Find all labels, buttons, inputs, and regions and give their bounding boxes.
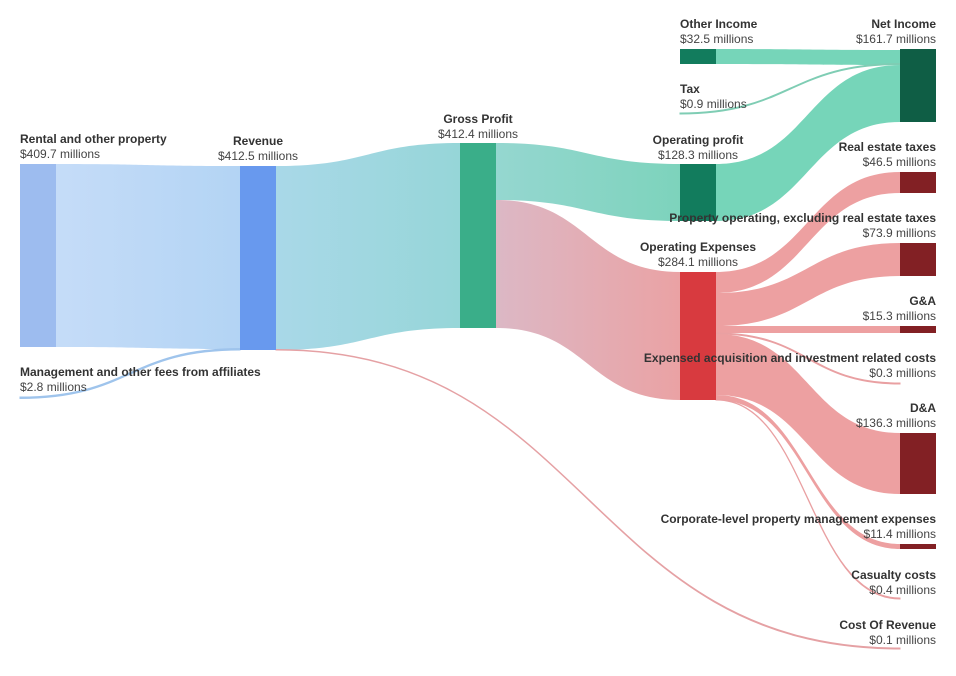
- link-opex-to-corp: [716, 395, 900, 549]
- node-name-propop: Property operating, excluding real estat…: [669, 211, 936, 225]
- node-name-tax: Tax: [680, 82, 700, 96]
- node-value-gross: $412.4 millions: [438, 127, 518, 141]
- node-name-corp: Corporate-level property management expe…: [661, 512, 937, 526]
- link-opex-to-propop: [716, 243, 900, 326]
- node-name-retax: Real estate taxes: [839, 140, 937, 154]
- node-name-casualty: Casualty costs: [851, 568, 936, 582]
- node-value-rental: $409.7 millions: [20, 147, 100, 161]
- node-bar-gross: [460, 143, 496, 328]
- node-value-ga: $15.3 millions: [863, 309, 936, 323]
- link-opex-to-casualty: [715, 398, 901, 600]
- node-bar-revenue: [240, 166, 276, 350]
- link-opex-to-da: [716, 334, 900, 494]
- node-name-gross: Gross Profit: [443, 112, 512, 126]
- link-gross-to-opprofit: [496, 143, 680, 221]
- link-opex-to-acq: [715, 332, 901, 385]
- node-bar-retax: [900, 172, 936, 193]
- node-bar-netinc: [900, 49, 936, 122]
- node-name-opex: Operating Expenses: [640, 240, 756, 254]
- node-name-ga: G&A: [909, 294, 936, 308]
- node-value-propop: $73.9 millions: [863, 226, 936, 240]
- node-value-netinc: $161.7 millions: [856, 32, 936, 46]
- node-value-da: $136.3 millions: [856, 416, 936, 430]
- node-bar-opprofit: [680, 164, 716, 221]
- link-otherinc-to-tax: [679, 62, 901, 115]
- node-value-corp: $11.4 millions: [864, 527, 936, 541]
- node-name-cor: Cost Of Revenue: [839, 618, 936, 632]
- link-otherinc-to-netinc: [716, 49, 900, 65]
- node-value-tax: $0.9 millions: [680, 97, 747, 111]
- node-value-revenue: $412.5 millions: [218, 149, 298, 163]
- link-gross-to-opex: [496, 200, 680, 400]
- node-name-revenue: Revenue: [233, 134, 283, 148]
- node-value-cor: $0.1 millions: [869, 633, 936, 647]
- node-value-acq: $0.3 millions: [869, 366, 936, 380]
- node-name-mgmt: Management and other fees from affiliate…: [20, 365, 261, 379]
- node-name-da: D&A: [910, 401, 936, 415]
- node-bar-ga: [900, 326, 936, 333]
- links-layer: [19, 49, 901, 650]
- node-name-netinc: Net Income: [871, 17, 936, 31]
- node-bar-propop: [900, 243, 936, 276]
- node-bar-opex: [680, 272, 716, 400]
- node-bar-corp: [900, 544, 936, 549]
- node-bar-otherinc: [680, 49, 716, 64]
- node-value-casualty: $0.4 millions: [869, 583, 936, 597]
- link-opex-to-ga: [716, 326, 900, 333]
- node-bar-da: [900, 433, 936, 494]
- labels-layer: Rental and other property$409.7 millions…: [20, 17, 936, 647]
- link-revenue-to-gross: [276, 143, 460, 350]
- node-name-rental: Rental and other property: [20, 132, 167, 146]
- link-opprofit-to-netinc: [716, 65, 900, 221]
- node-value-opex: $284.1 millions: [658, 255, 738, 269]
- link-revenue-to-cor: [275, 348, 901, 650]
- node-bar-rental: [20, 164, 56, 347]
- node-name-otherinc: Other Income: [680, 17, 758, 31]
- node-value-otherinc: $32.5 millions: [680, 32, 753, 46]
- node-value-opprofit: $128.3 millions: [658, 148, 738, 162]
- nodes-layer: [20, 49, 936, 549]
- link-rental-to-revenue: [56, 164, 240, 349]
- node-value-retax: $46.5 millions: [863, 155, 936, 169]
- node-name-opprofit: Operating profit: [653, 133, 744, 147]
- link-opex-to-retax: [716, 172, 900, 293]
- node-name-acq: Expensed acquisition and investment rela…: [644, 351, 936, 365]
- node-value-mgmt: $2.8 millions: [20, 380, 87, 394]
